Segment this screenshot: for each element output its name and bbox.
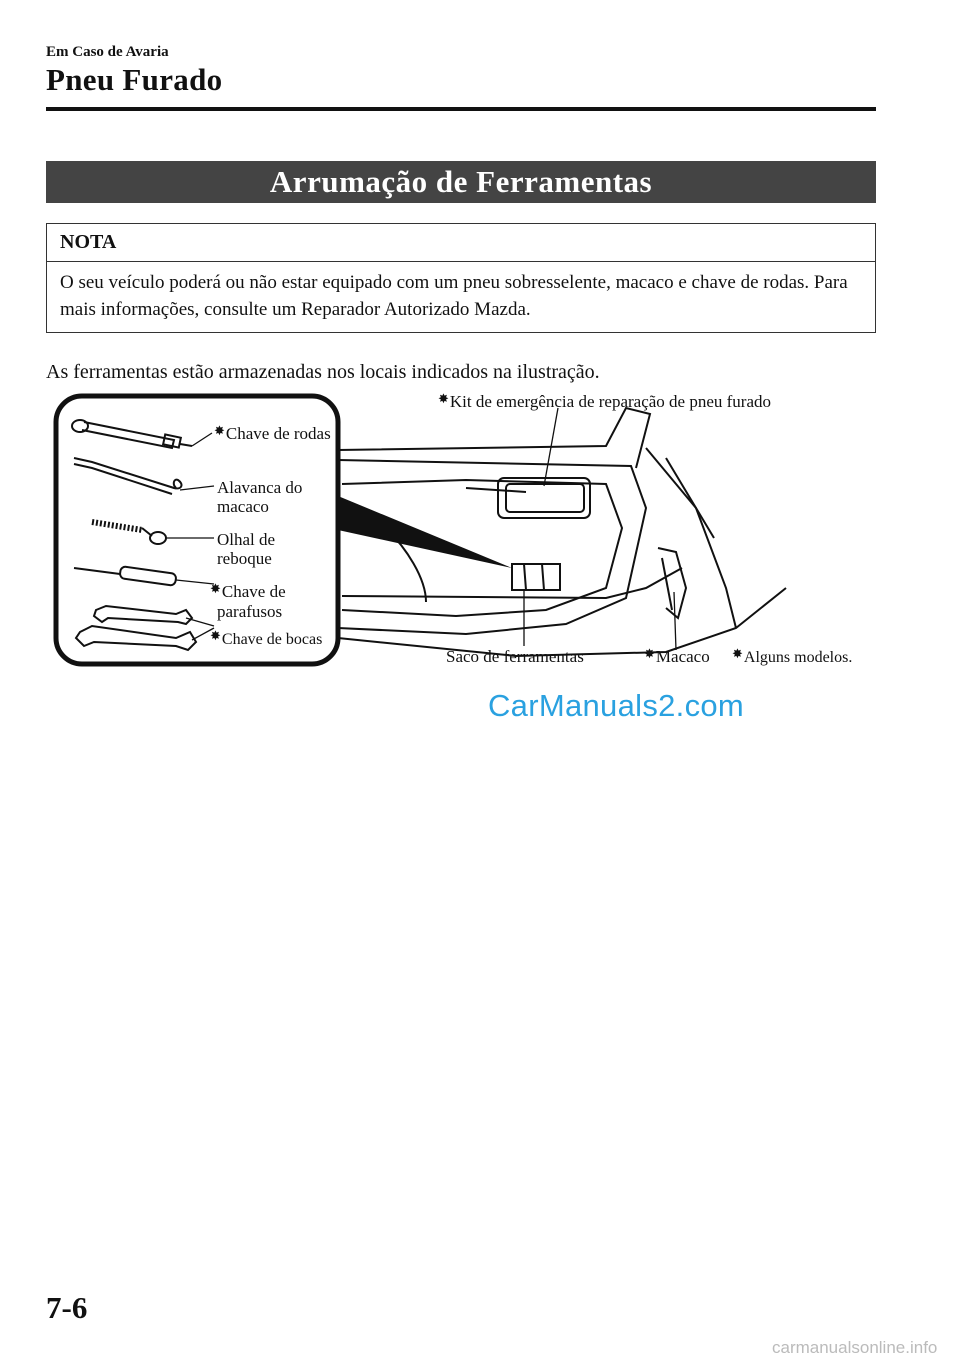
- topic-banner: Arrumação de Ferramentas: [46, 161, 876, 203]
- screwdriver-drawing: [73, 565, 177, 587]
- asterisk-icon: ✸: [210, 628, 221, 643]
- label-kit-emergencia: ✸Kit de emergência de reparação de pneu …: [438, 391, 772, 411]
- watermark-carmanuals2: CarManuals2.com: [488, 688, 745, 723]
- label-alguns-modelos: ✸Alguns modelos.: [732, 646, 853, 666]
- page-number: 7-6: [46, 1290, 88, 1325]
- pointer-wedge: [338, 496, 512, 568]
- label-saco-ferramentas: Saco de ferramentas: [446, 647, 584, 666]
- note-heading: NOTA: [47, 224, 875, 262]
- trunk-leader-lines: [523, 407, 677, 651]
- note-body: O seu veículo poderá ou não estar equipa…: [60, 272, 848, 320]
- jack-lever-drawing: [73, 457, 183, 495]
- header-rule: [46, 107, 876, 111]
- label-chave-bocas: ✸Chave de bocas: [210, 628, 323, 648]
- asterisk-icon: ✸: [644, 646, 655, 661]
- section-title: Pneu Furado: [46, 62, 223, 97]
- footer-site-watermark: carmanualsonline.info: [772, 1338, 938, 1357]
- asterisk-icon: ✸: [438, 391, 449, 406]
- tool-leader-lines: [166, 432, 215, 641]
- asterisk-icon: ✸: [214, 423, 225, 438]
- label-chave-rodas: ✸Chave de rodas: [214, 423, 331, 443]
- chapter-label: Em Caso de Avaria: [46, 44, 169, 60]
- wheel-wrench-drawing: [71, 419, 193, 450]
- intro-text: As ferramentas estão armazenadas nos loc…: [46, 361, 600, 383]
- spanners-drawing: [74, 604, 198, 652]
- asterisk-icon: ✸: [732, 646, 743, 661]
- note-box: NOTA O seu veículo poderá ou não estar e…: [46, 223, 876, 333]
- asterisk-icon: ✸: [210, 581, 221, 596]
- trunk-diagram: [53, 393, 787, 667]
- label-macaco: ✸Macaco: [644, 646, 710, 666]
